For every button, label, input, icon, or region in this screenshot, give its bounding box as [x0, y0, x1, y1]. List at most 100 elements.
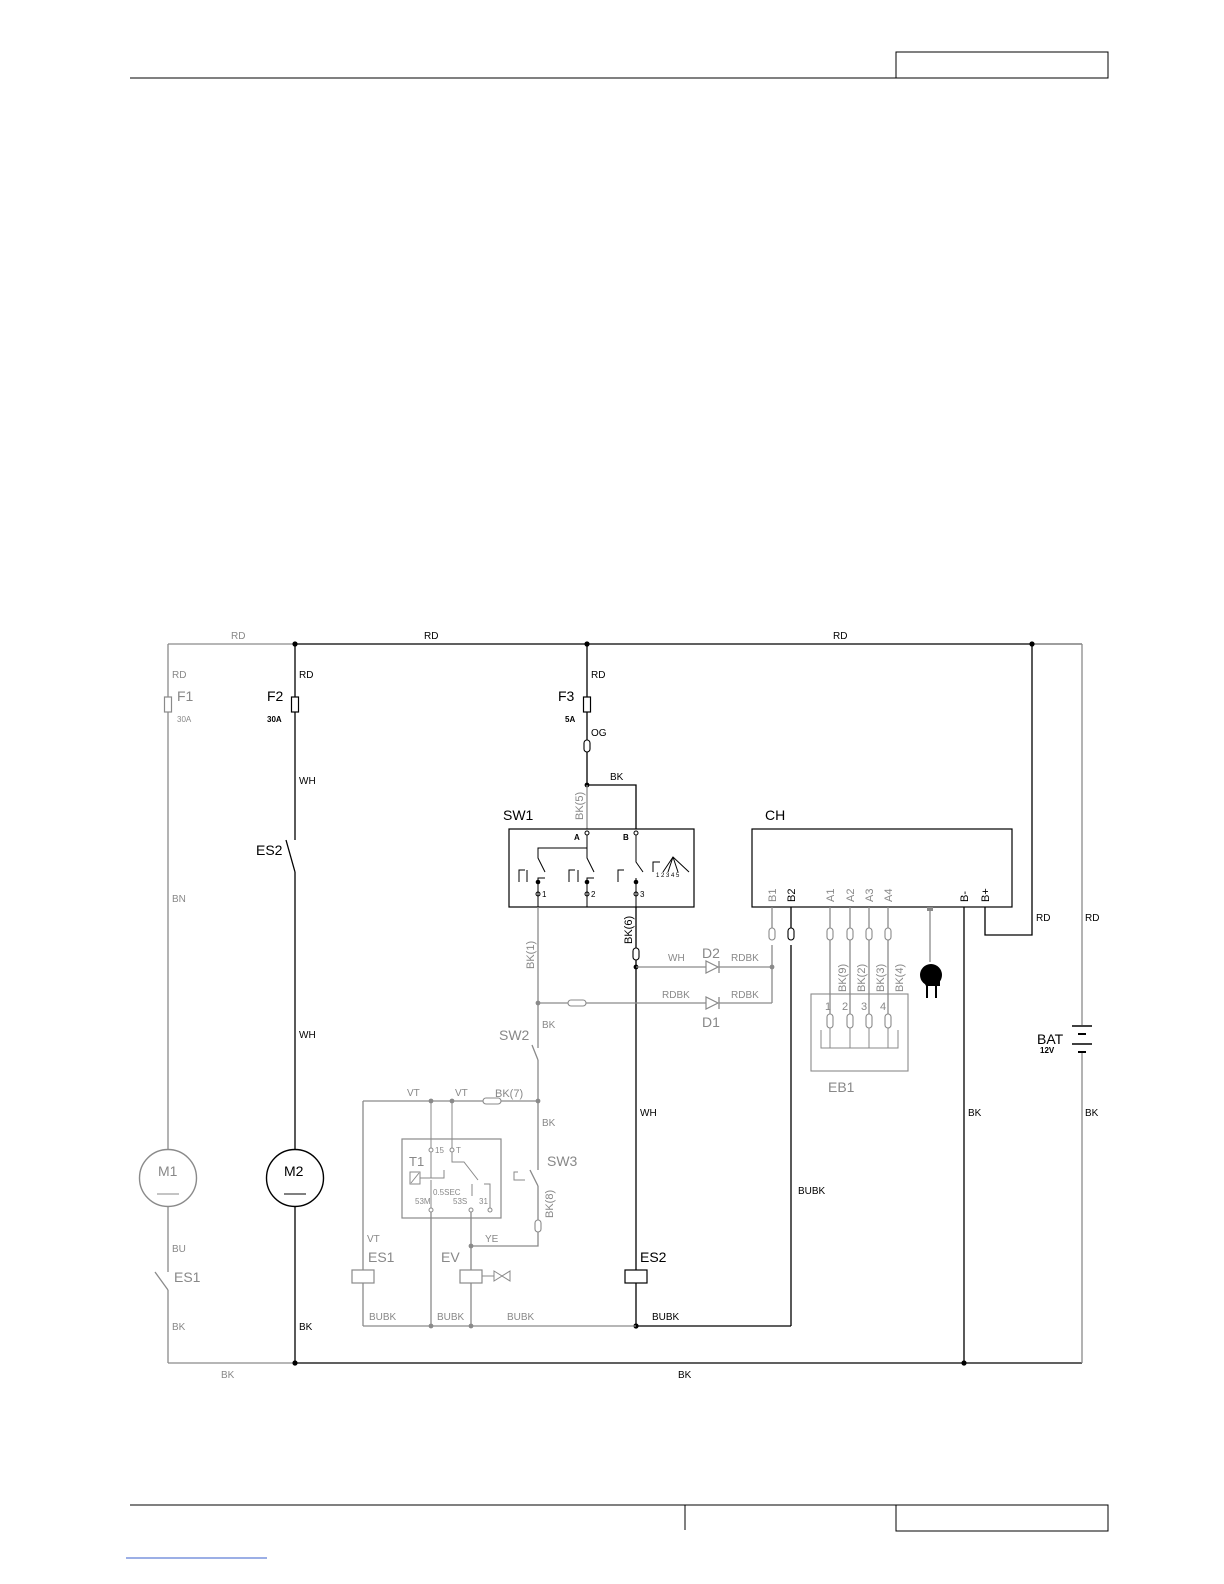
label-sw1: SW1 — [503, 807, 534, 823]
switch-sw3 — [529, 1169, 539, 1187]
t1-terminal-15: 15 — [435, 1146, 444, 1155]
timer-t1 — [401, 1101, 502, 1326]
wire-label: VT — [455, 1088, 468, 1099]
ch-terminal-a2: A2 — [845, 889, 857, 902]
diode-d1 — [705, 996, 720, 1010]
wire-label: BK — [968, 1108, 982, 1119]
wire-label: BK(9) — [837, 964, 849, 992]
wire-label: VT — [407, 1088, 420, 1099]
label-d1: D1 — [702, 1014, 720, 1030]
wire-label: BK(7) — [495, 1088, 523, 1100]
wire-label: WH — [640, 1108, 657, 1119]
label-ev: EV — [441, 1249, 460, 1265]
sw1-terminal-labels: A B 1 2 3 — [542, 833, 645, 899]
eb1-pin-3: 3 — [861, 1001, 867, 1013]
wire-label: WH — [668, 953, 685, 964]
wire-label: BUBK — [652, 1312, 680, 1323]
page-header — [130, 51, 1109, 79]
rotated-wire-labels: BK(5) BK(6) BK(1) BK(8) BK(9) BK(2) BK(3… — [525, 792, 906, 1218]
switch-sw1: 1 2 3 4 5 — [508, 828, 695, 908]
wire-label: RD — [424, 631, 438, 642]
wire-label: BK — [172, 1322, 186, 1333]
wire-label: RDBK — [731, 990, 759, 1001]
ch-terminal-bminus: B- — [959, 891, 971, 902]
ch-terminal-a3: A3 — [864, 889, 876, 902]
ch-terminal-b2: B2 — [786, 889, 798, 902]
wire-label: OG — [591, 728, 607, 739]
sw1-terminal-b: B — [623, 833, 629, 842]
label-bat: BAT — [1037, 1031, 1064, 1047]
wire-label: BN — [172, 894, 186, 905]
t1-terminal-labels: 15 T 0.5SEC 53M 53S 31 — [415, 1146, 488, 1206]
wire-label: RD — [231, 631, 245, 642]
eb1-pin-2: 2 — [842, 1001, 848, 1013]
sw1-out1 — [363, 907, 773, 1249]
label-f2-rating: 30A — [267, 715, 282, 724]
wire-label: BK — [542, 1020, 556, 1031]
label-es1-coil: ES1 — [368, 1249, 395, 1265]
label-f3-rating: 5A — [565, 715, 575, 724]
wire-label: RD — [299, 670, 313, 681]
wire-label: BU — [172, 1244, 186, 1255]
wire-label: WH — [299, 1030, 316, 1041]
charger-ch — [751, 644, 1033, 1363]
label-f1: F1 — [177, 688, 194, 704]
wire-label: BK(6) — [623, 916, 635, 944]
label-sw3: SW3 — [547, 1153, 578, 1169]
page-footer — [126, 1504, 1109, 1559]
diode-d2 — [705, 960, 720, 974]
wire-label: RD — [1036, 913, 1050, 924]
label-es1-switch: ES1 — [174, 1269, 201, 1285]
ch-terminal-b1: B1 — [767, 889, 779, 902]
wire-label: BK(2) — [856, 964, 868, 992]
wire-label: BK — [542, 1118, 556, 1129]
wire-label: BUBK — [507, 1312, 535, 1323]
wire-label: YE — [485, 1234, 499, 1245]
eb1-pin-labels: 1 2 3 4 — [825, 1001, 886, 1013]
header-box — [895, 51, 1109, 79]
wire-label: RD — [1085, 913, 1099, 924]
wire-label: BUBK — [798, 1186, 826, 1197]
label-es2-coil: ES2 — [640, 1249, 667, 1265]
wire-label: RDBK — [662, 990, 690, 1001]
connector-f3 — [583, 739, 591, 753]
component-labels: F1 30A F2 30A F3 5A SW1 CH ES2 M1 M2 ES1… — [158, 688, 1064, 1285]
wire-label: RDBK — [731, 953, 759, 964]
label-t1: T1 — [409, 1154, 424, 1169]
wire-label: BK — [221, 1370, 235, 1381]
wire-label: WH — [299, 776, 316, 787]
wire-label: BK(3) — [875, 964, 887, 992]
coil-es1-branch — [351, 1101, 375, 1326]
ch-terminal-a1: A1 — [825, 889, 837, 902]
wire-labels: RD RD RD RD RD RD WH OG BK BN WH WH RDBK… — [172, 631, 1099, 1381]
wire-label: RD — [833, 631, 847, 642]
eb1-block — [810, 940, 909, 1072]
label-eb1: EB1 — [828, 1079, 855, 1095]
fuse-f2 — [290, 696, 300, 713]
ch-terminal-a4: A4 — [883, 889, 895, 902]
t1-terminal-53m: 53M — [415, 1197, 431, 1206]
label-f3: F3 — [558, 688, 575, 704]
label-es2-top: ES2 — [256, 842, 283, 858]
wire-label: BK — [610, 772, 624, 783]
wire-label: BK(1) — [525, 941, 537, 969]
fuse-f1 — [163, 696, 173, 713]
switch-es2-top — [285, 839, 296, 873]
diode-d2-path — [636, 960, 775, 974]
svg-text:1 2 3 4 5: 1 2 3 4 5 — [656, 873, 680, 879]
rd-bus — [168, 641, 1082, 647]
label-sw2: SW2 — [499, 1027, 530, 1043]
label-d2: D2 — [702, 945, 720, 961]
bubk-bus — [363, 945, 792, 1329]
label-m1: M1 — [158, 1163, 178, 1179]
t1-terminal-53s: 53S — [453, 1197, 467, 1206]
bk-bus — [168, 1360, 1082, 1366]
wire-label: BK(5) — [574, 792, 586, 820]
ch-terminal-bplus: B+ — [980, 888, 992, 902]
label-ch: CH — [765, 807, 785, 823]
motor-m2 — [265, 1148, 325, 1208]
label-m2: M2 — [284, 1163, 304, 1179]
t1-terminal-t: T — [456, 1146, 461, 1155]
sw1-out3 — [624, 907, 648, 1329]
footer-box — [895, 1504, 1109, 1532]
